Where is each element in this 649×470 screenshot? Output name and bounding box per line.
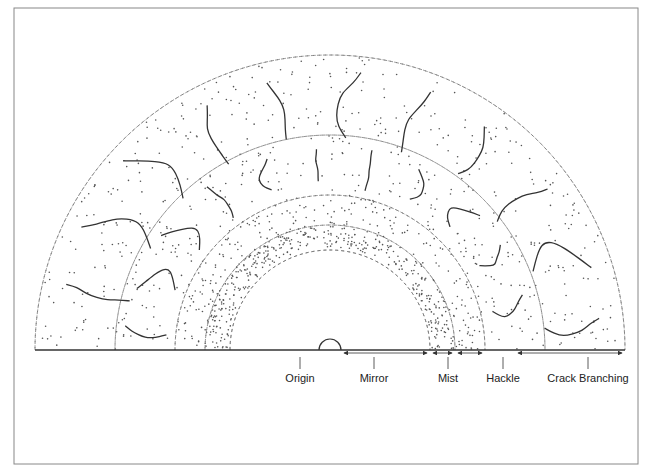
baseline xyxy=(35,350,625,369)
hackle-lines xyxy=(66,73,599,338)
zone-label: Hackle xyxy=(486,372,520,385)
stipple xyxy=(42,57,616,350)
zone-label: Mist xyxy=(438,372,458,385)
zone-label: Origin xyxy=(285,372,314,385)
zone-arcs xyxy=(35,55,625,350)
zone-label: Mirror xyxy=(360,372,389,385)
zone-label: Crack Branching xyxy=(547,372,628,385)
frame xyxy=(14,8,638,464)
